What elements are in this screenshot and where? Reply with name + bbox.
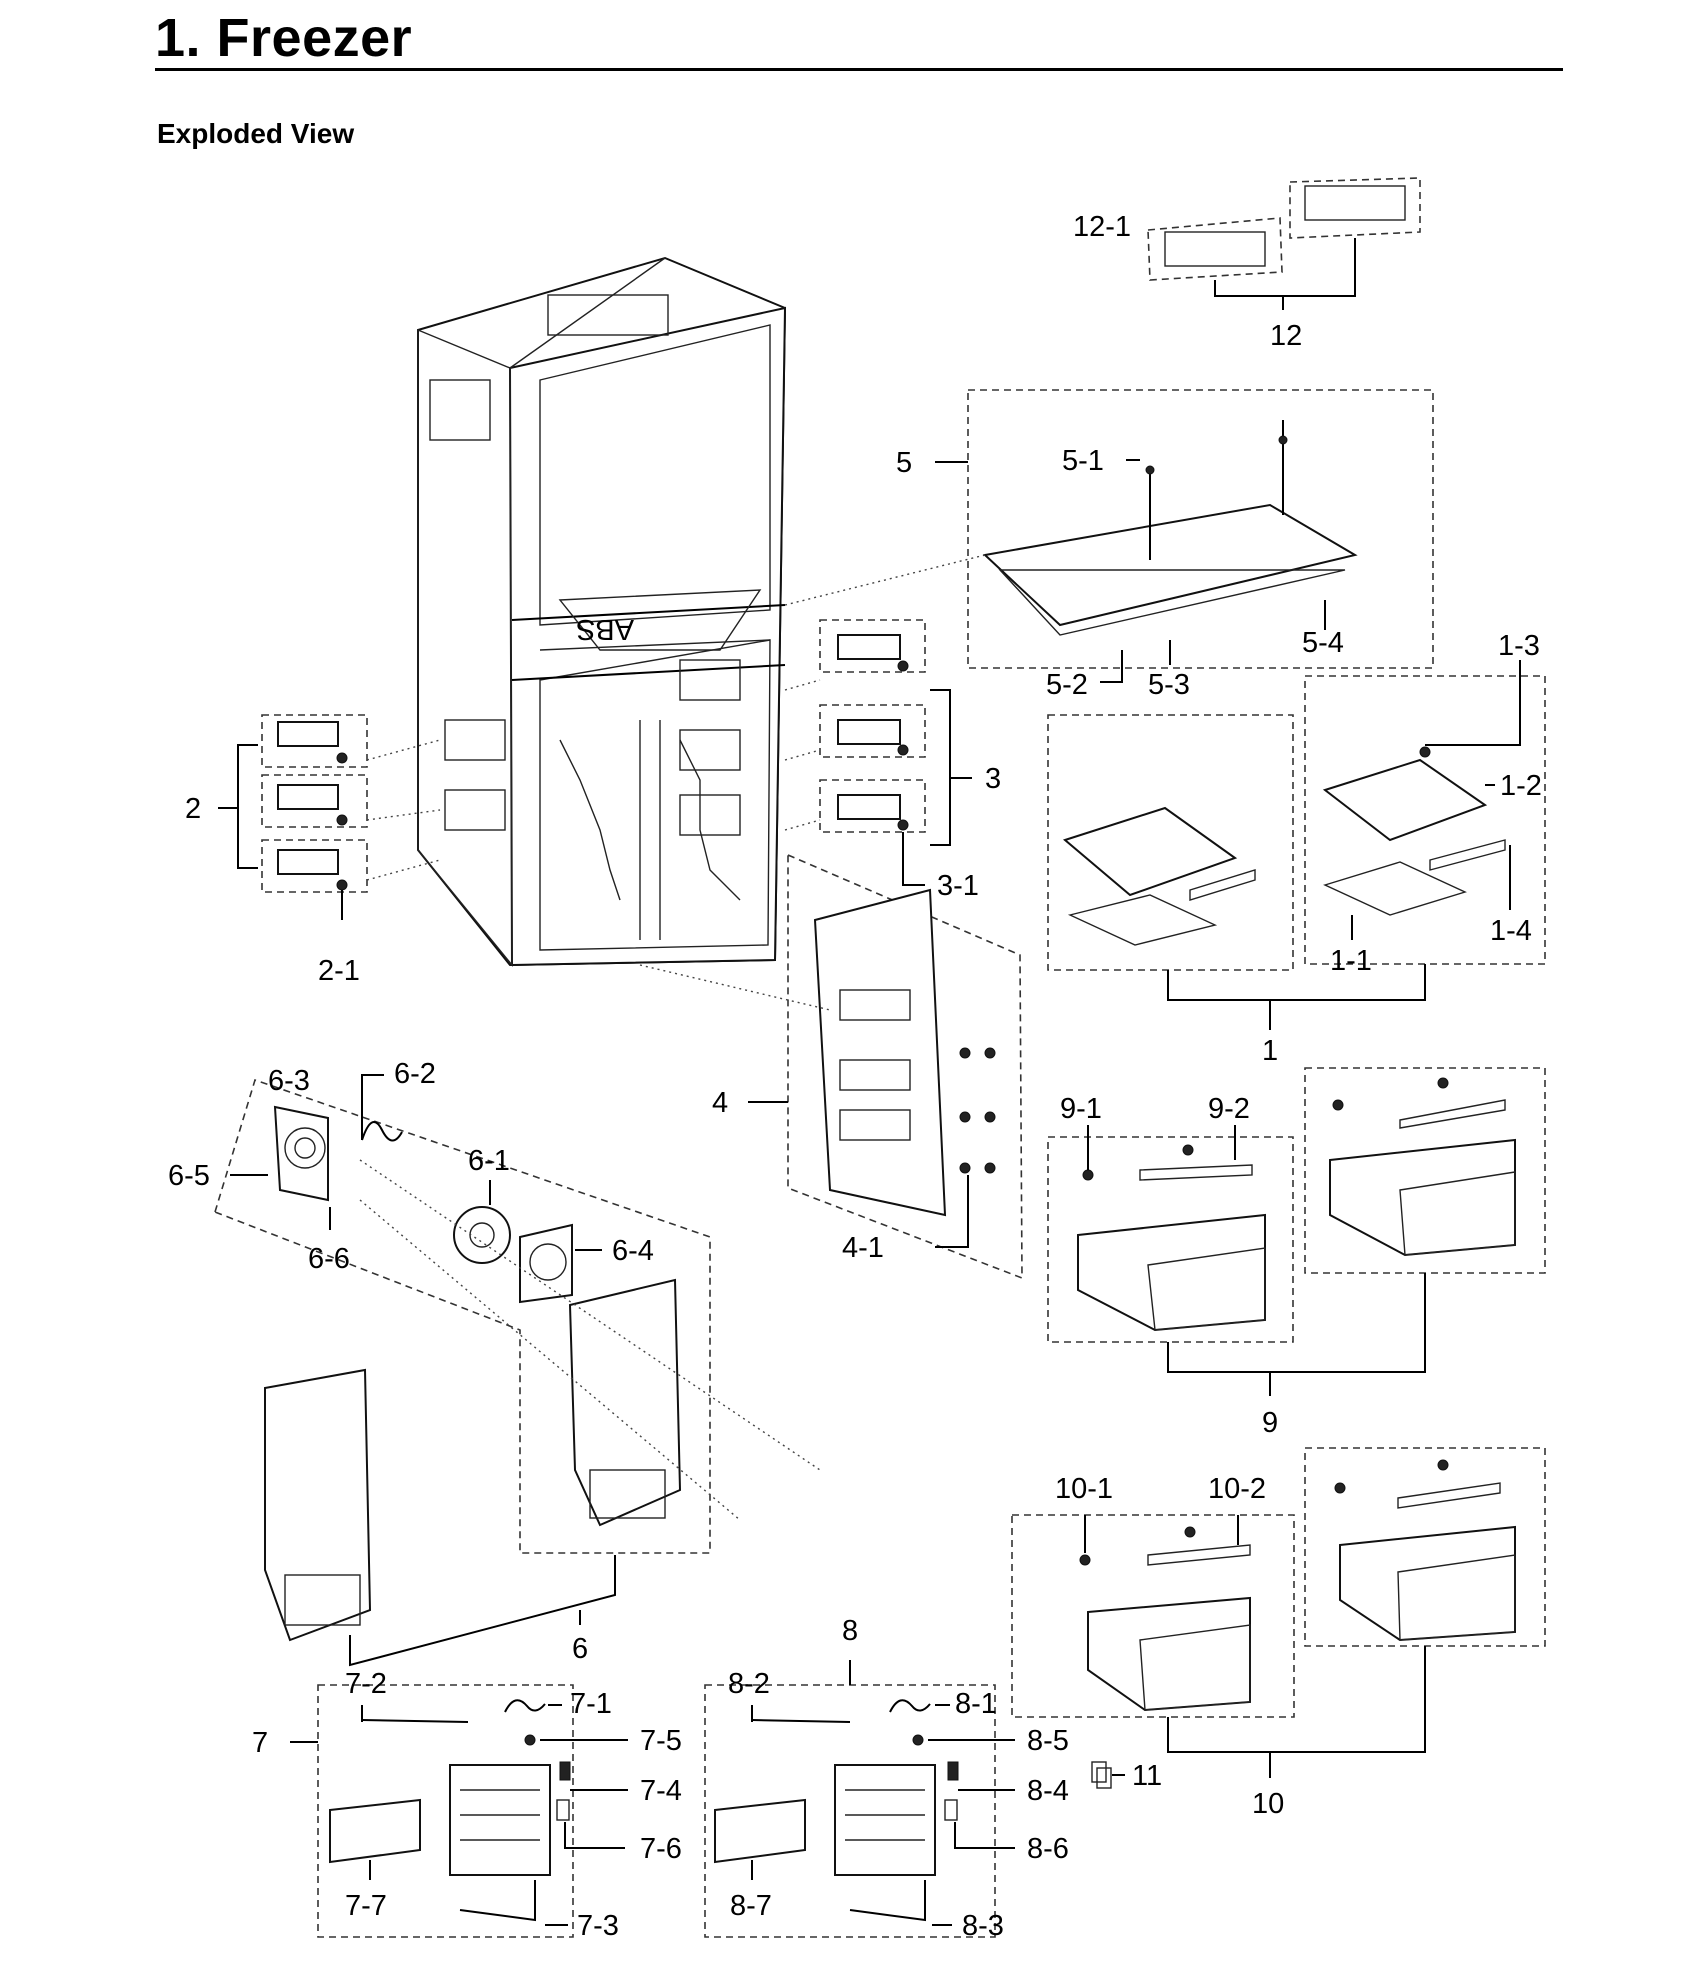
callout-10-2: 10-2 — [1208, 1473, 1266, 1505]
callout-7-6: 7-6 — [640, 1833, 682, 1865]
callout-12: 12 — [1270, 320, 1302, 352]
callout-5: 5 — [896, 447, 912, 479]
callout-8-6: 8-6 — [1027, 1833, 1069, 1865]
part-2-group: 2 2-1 — [185, 714, 441, 987]
callout-1-1: 1-1 — [1330, 945, 1372, 977]
part-9-group: 9-1 9-2 9 — [1047, 1067, 1546, 1439]
callout-1-4: 1-4 — [1490, 915, 1532, 947]
part-7-group: 7 7-2 7-1 7-5 7-4 7-6 7-7 7-3 — [252, 1668, 682, 1942]
part-3-group: 3 3-1 — [784, 619, 1001, 902]
callout-9-2: 9-2 — [1208, 1093, 1250, 1125]
callout-4-1: 4-1 — [842, 1232, 884, 1264]
callout-8-2: 8-2 — [728, 1668, 770, 1700]
callout-2-1: 2-1 — [318, 955, 360, 987]
part-10-group: 10-1 10-2 10 11 — [1011, 1447, 1546, 1820]
callout-1: 1 — [1262, 1035, 1278, 1067]
title-rule — [155, 68, 1563, 71]
callout-8-5: 8-5 — [1027, 1725, 1069, 1757]
callout-7-7: 7-7 — [345, 1890, 387, 1922]
callout-7-3: 7-3 — [577, 1910, 619, 1942]
callout-8-3: 8-3 — [962, 1910, 1004, 1942]
callout-8-1: 8-1 — [955, 1688, 997, 1720]
page-title: 1. Freezer — [155, 8, 413, 68]
callout-6-1: 6-1 — [468, 1145, 510, 1177]
callout-7-1: 7-1 — [570, 1688, 612, 1720]
part-1-group: 1-3 1-2 1-4 1-1 1 — [1047, 630, 1546, 1067]
callout-7-5: 7-5 — [640, 1725, 682, 1757]
callout-5-3: 5-3 — [1148, 669, 1190, 701]
callout-1-2: 1-2 — [1500, 770, 1542, 802]
callout-3: 3 — [985, 763, 1001, 795]
part-12-group: 12 12-1 — [1073, 177, 1421, 352]
callout-2: 2 — [185, 793, 201, 825]
callout-5-2: 5-2 — [1046, 669, 1088, 701]
callout-7-2: 7-2 — [345, 1668, 387, 1700]
callout-6-3: 6-3 — [268, 1065, 310, 1097]
callout-6-5: 6-5 — [168, 1160, 210, 1192]
callout-5-1: 5-1 — [1062, 445, 1104, 477]
callout-8-7: 8-7 — [730, 1890, 772, 1922]
freezer-cabinet: ABS — [417, 256, 787, 967]
callout-3-1: 3-1 — [937, 870, 979, 902]
callout-12-1: 12-1 — [1073, 211, 1131, 243]
callout-1-3: 1-3 — [1498, 630, 1540, 662]
callout-7: 7 — [252, 1727, 268, 1759]
part-8-group: 8 8-2 8-1 8-5 8-4 8-6 8-7 8-3 — [704, 1615, 1069, 1942]
callout-5-4: 5-4 — [1302, 627, 1344, 659]
callout-8-4: 8-4 — [1027, 1775, 1069, 1807]
callout-10: 10 — [1252, 1788, 1284, 1820]
callout-6-4: 6-4 — [612, 1235, 654, 1267]
callout-6-6: 6-6 — [308, 1243, 350, 1275]
callout-9: 9 — [1262, 1407, 1278, 1439]
callout-9-1: 9-1 — [1060, 1093, 1102, 1125]
callout-10-1: 10-1 — [1055, 1473, 1113, 1505]
callout-11: 11 — [1132, 1760, 1162, 1792]
part-5-group: 5 5-1 5-2 5-3 5-4 — [784, 389, 1434, 701]
callout-4: 4 — [712, 1087, 728, 1119]
abs-embossing: ABS — [576, 613, 634, 645]
callout-8: 8 — [842, 1615, 858, 1647]
part-6-group: 6-2 6-3 6-5 6-6 6-1 6-4 6 — [168, 1058, 821, 1667]
callout-7-4: 7-4 — [640, 1775, 682, 1807]
callout-6-2: 6-2 — [394, 1058, 436, 1090]
section-heading: Exploded View — [157, 118, 355, 149]
part-4-group: 4 4-1 — [639, 853, 1023, 1280]
callout-6: 6 — [572, 1633, 588, 1665]
